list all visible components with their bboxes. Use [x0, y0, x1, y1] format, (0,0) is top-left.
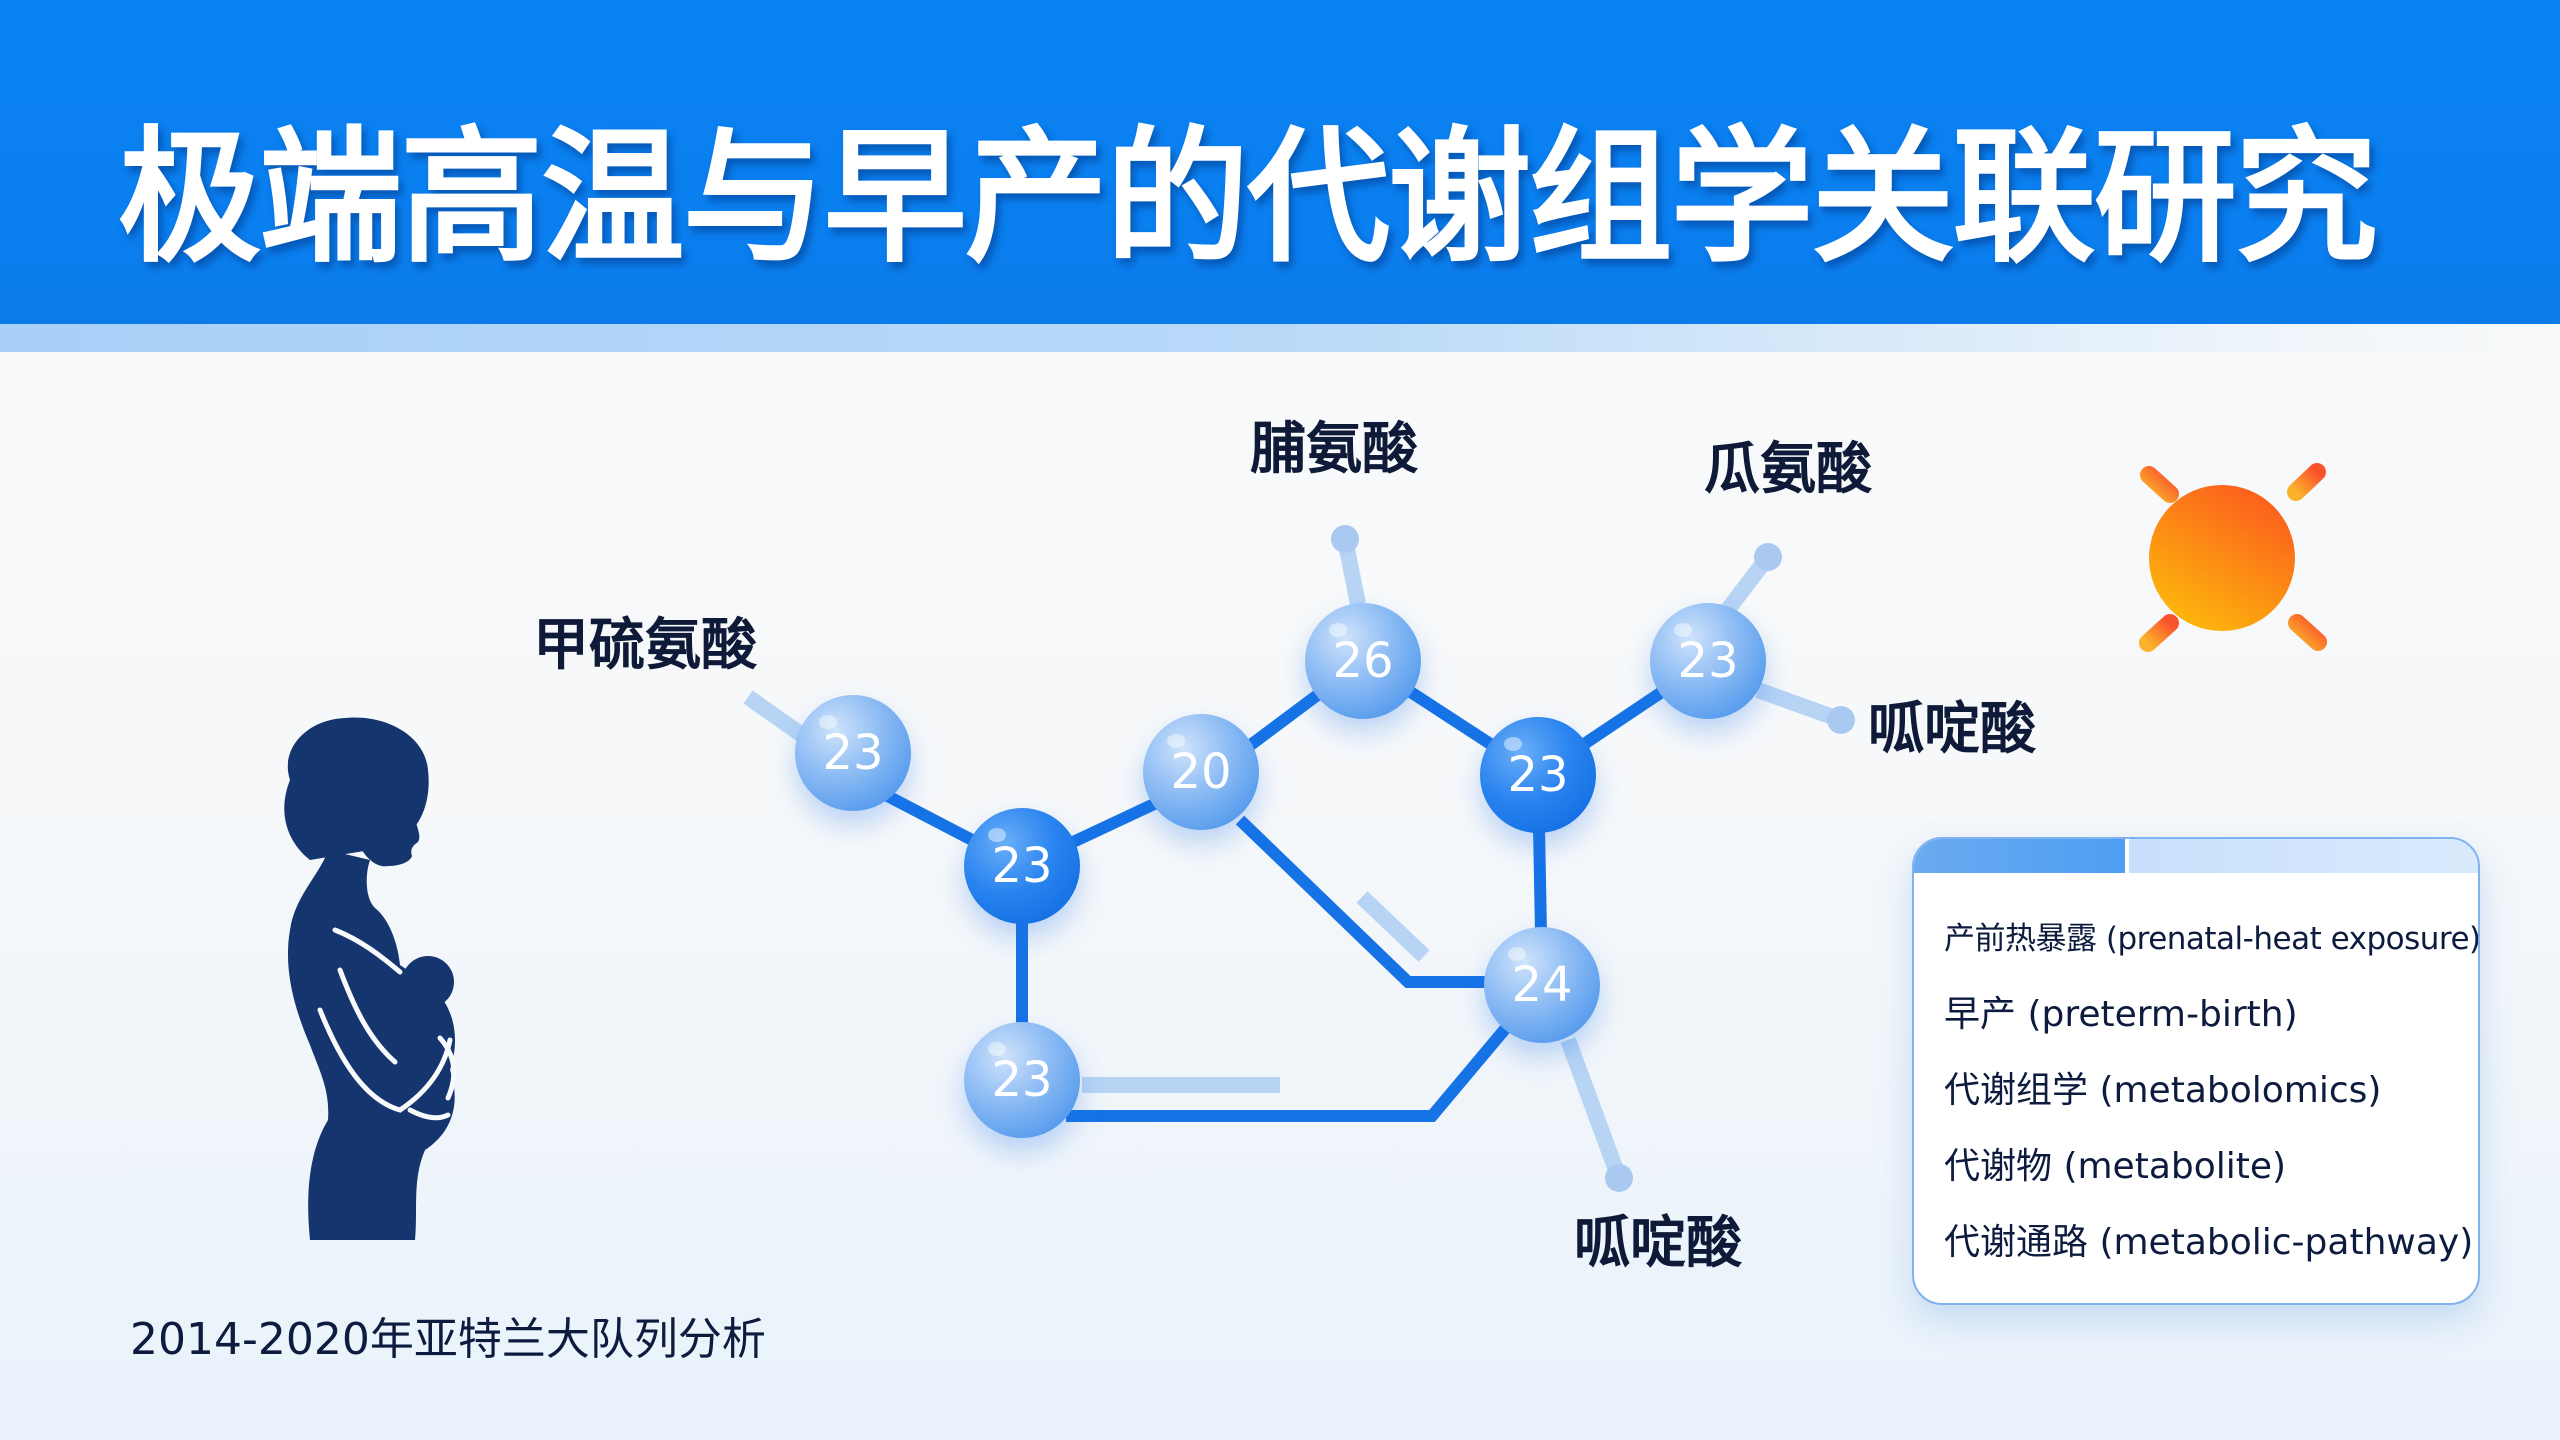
legend-item: 早产 (preterm-birth) — [1944, 994, 2298, 1035]
legend-list: 产前热暴露 (prenatal-heat exposure) 早产 (prete… — [1944, 901, 2480, 1281]
node-value: 23 — [991, 838, 1053, 894]
node-value: 23 — [991, 1052, 1053, 1108]
node-value: 20 — [1170, 744, 1232, 800]
metabolite-node: 20 — [1143, 714, 1259, 830]
pregnant-mother-icon — [284, 717, 457, 1240]
metabolite-node: 23 — [795, 695, 911, 811]
node-value: 23 — [1507, 747, 1569, 803]
metabolite-node: 23 — [964, 808, 1080, 924]
legend-header-accent — [1914, 839, 2125, 873]
legend-item: 代谢通路 (metabolic-pathway) — [1944, 1222, 2474, 1263]
label-citrulline: 瓜氨酸 — [1704, 437, 1872, 502]
legend-item: 产前热暴露 (prenatal-heat exposure) — [1944, 921, 2480, 957]
legend-item: 代谢物 (metabolite) — [1944, 1146, 2287, 1187]
terminal-dots — [1331, 525, 1855, 1192]
legend-header-divider — [2125, 839, 2129, 873]
label-pipecolic-acid-bottom: 呱啶酸 — [1574, 1211, 1742, 1276]
page-title: 极端高温与早产的代谢组学关联研究 — [118, 113, 2378, 283]
metabolite-node: 24 — [1484, 927, 1600, 1043]
legend-header-bar — [1914, 839, 2478, 873]
metabolite-node: 23 — [964, 1022, 1080, 1138]
node-value: 23 — [822, 725, 884, 781]
cohort-caption: 2014-2020年亚特兰大队列分析 — [130, 1314, 766, 1365]
title-banner: 极端高温与早产的代谢组学关联研究 — [0, 0, 2560, 324]
legend-item: 代谢组学 (metabolomics) — [1944, 1070, 2382, 1111]
label-pipecolic-acid-right: 呱啶酸 — [1868, 697, 2036, 762]
label-methionine: 甲硫氨酸 — [533, 613, 757, 678]
metabolite-node: 23 — [1480, 717, 1596, 833]
legend-header-tail — [2129, 839, 2478, 873]
metabolite-node: 26 — [1305, 603, 1421, 719]
node-value: 26 — [1332, 633, 1394, 689]
header-accent-stripe — [0, 324, 2560, 352]
node-value: 23 — [1677, 633, 1739, 689]
node-value: 24 — [1511, 957, 1573, 1013]
keyword-legend: 产前热暴露 (prenatal-heat exposure) 早产 (prete… — [1912, 837, 2480, 1305]
sun-icon — [2103, 426, 2339, 691]
label-proline: 脯氨酸 — [1250, 417, 1418, 482]
metabolite-node: 23 — [1650, 603, 1766, 719]
